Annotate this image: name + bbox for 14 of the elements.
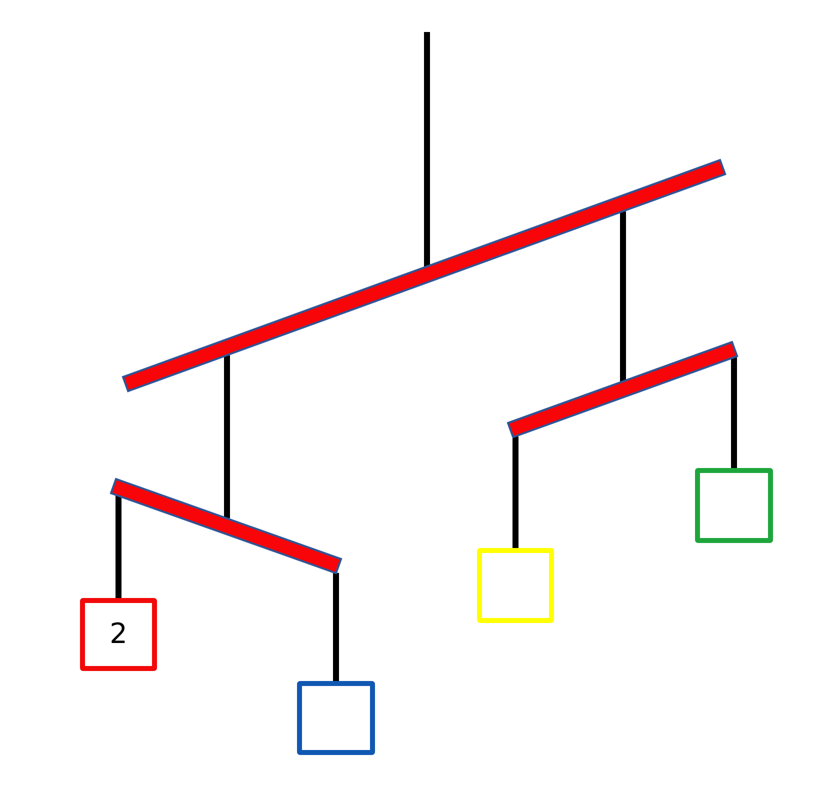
- hanging-string: [620, 211, 626, 382]
- hanging-string: [424, 32, 430, 267]
- crossbar: [109, 476, 344, 576]
- box-label: 2: [110, 619, 128, 650]
- hanging-string: [333, 572, 339, 681]
- hanging-box: [695, 468, 773, 543]
- hanging-box: [80, 598, 157, 671]
- hanging-box: [297, 681, 375, 755]
- hanging-string: [224, 355, 230, 518]
- hanging-string: [731, 357, 737, 468]
- hanging-string: [512, 436, 518, 548]
- hanging-box: [477, 548, 554, 623]
- hanging-string: [116, 496, 122, 598]
- crossbar: [506, 340, 740, 440]
